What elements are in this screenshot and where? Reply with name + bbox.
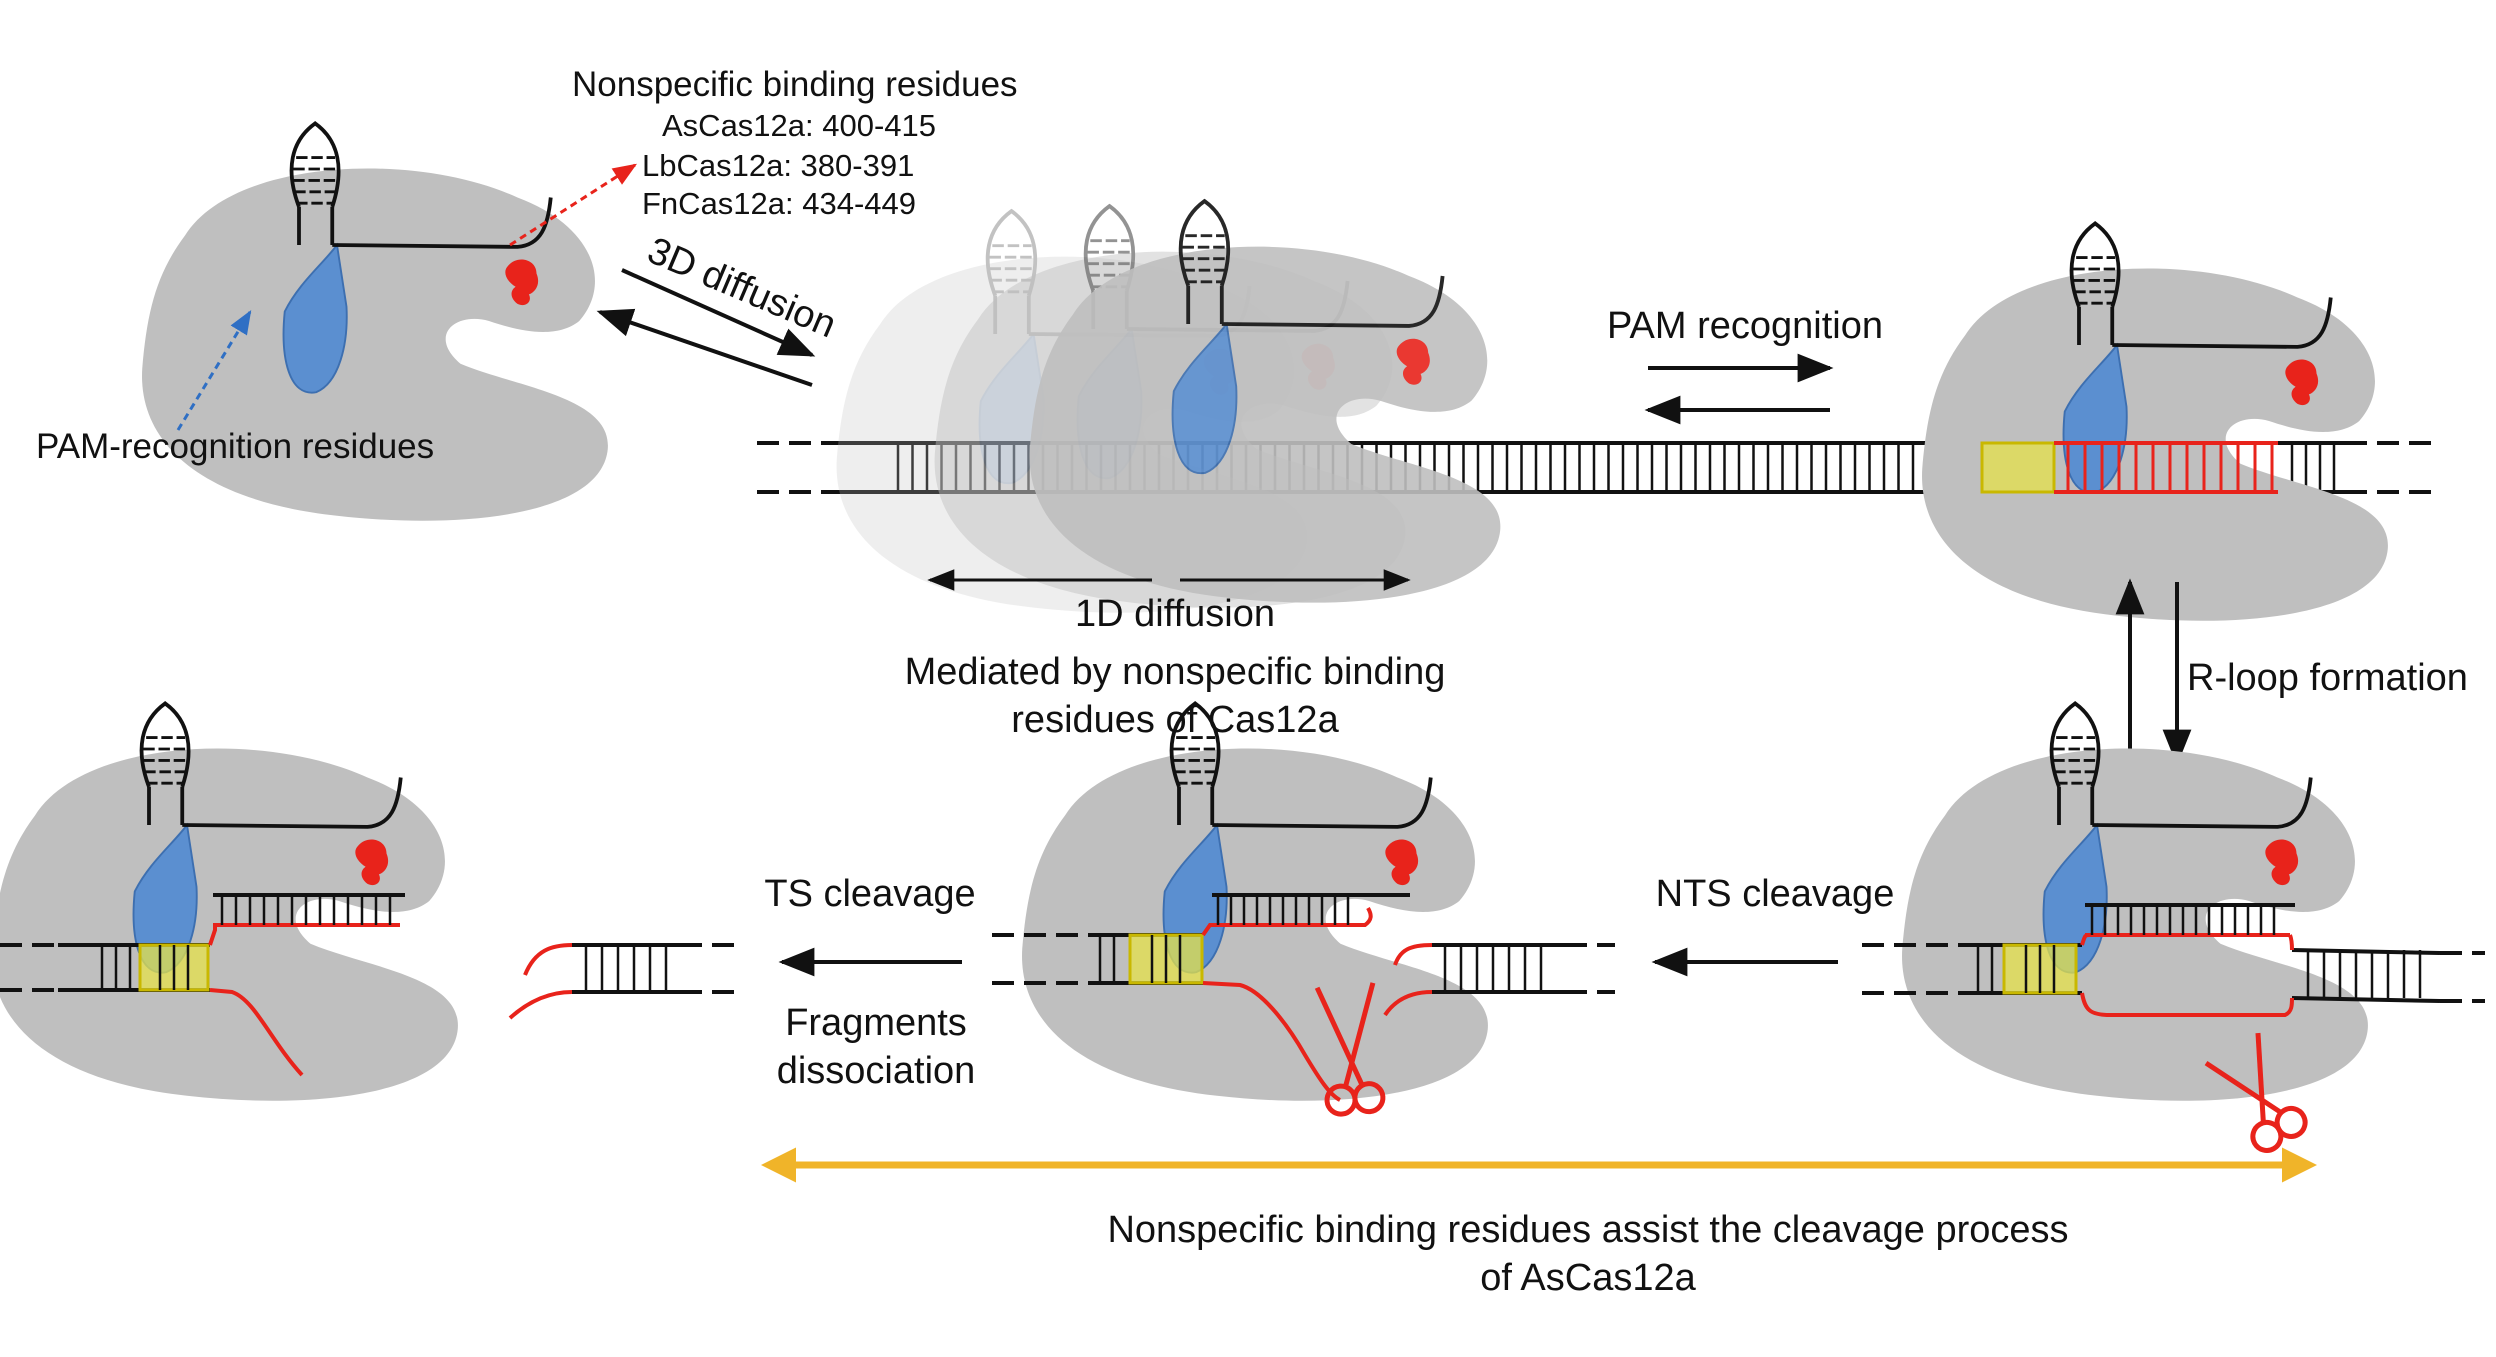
nonspecific-title: Nonspecific binding residues <box>572 65 1018 104</box>
diffusion-1d-label: 1D diffusion <box>1075 593 1275 635</box>
released-dna-fragment <box>508 943 735 1020</box>
cas12a-product-complex <box>0 701 460 1103</box>
cas12a-rloop-complex <box>1862 701 2485 1153</box>
lbcas12a-range: LbCas12a: 380-391 <box>642 148 914 183</box>
mediated-line-2: residues of Cas12a <box>1011 699 1339 741</box>
fncas12a-range: FnCas12a: 434-449 <box>642 186 916 221</box>
fragments-line-1: Fragments <box>785 1002 967 1044</box>
nts-cleavage-label: NTS cleavage <box>1656 873 1895 915</box>
nonspecific-pointer-arrow <box>509 163 638 247</box>
diffusion-3d-reverse-arrow <box>596 308 813 387</box>
assist-line-1: Nonspecific binding residues assist the … <box>1107 1209 2068 1251</box>
fragments-line-2: dissociation <box>777 1050 976 1092</box>
diffusion-3d-forward-arrow <box>621 268 816 357</box>
cas12a-pam-bound <box>1920 221 2390 623</box>
cas12a-nts-cleaved <box>992 701 1615 1117</box>
mediated-line-1: Mediated by nonspecific binding <box>905 651 1446 693</box>
pam-recognition-label: PAM recognition <box>1607 305 1883 347</box>
diffusion-3d-label: 3D diffusion <box>641 230 841 347</box>
ts-cleavage-label: TS cleavage <box>764 873 975 915</box>
assist-line-2: of AsCas12a <box>1480 1257 1696 1299</box>
ascas12a-range: AsCas12a: 400-415 <box>662 108 936 143</box>
rloop-formation-label: R-loop formation <box>2187 657 2468 699</box>
pam-recognition-residues-label: PAM-recognition residues <box>36 427 434 466</box>
